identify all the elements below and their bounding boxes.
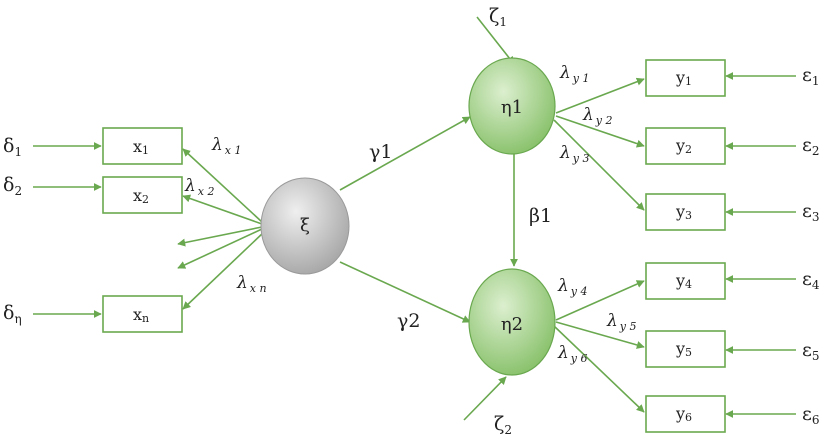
box-y5: y5 xyxy=(645,330,726,368)
y2-sub: 2 xyxy=(685,143,692,156)
latent-eta2: η2 xyxy=(468,268,556,376)
zeta-labels: ζ1 ζ2 xyxy=(489,5,512,437)
box-x2: x2 xyxy=(102,176,183,214)
svg-text:y4: y4 xyxy=(675,271,692,292)
gamma2-text: γ2 xyxy=(397,310,420,332)
eta1-label: η1 xyxy=(501,97,523,118)
eps5-text: ε5 xyxy=(802,339,819,363)
y5-sub: 5 xyxy=(685,346,692,359)
gamma1-text: γ1 xyxy=(369,141,392,163)
x-boxes: x1 x2 xn xyxy=(102,127,183,333)
arrow-eta2-y5 xyxy=(555,321,645,349)
structural-coefficients: γ1 γ2 β1 xyxy=(369,141,552,332)
arrow-xi-xn xyxy=(182,231,265,310)
arrow-eta1-y3 xyxy=(553,119,645,211)
arrow-eta1-y2 xyxy=(555,115,645,148)
xi-label: ξ xyxy=(300,215,310,236)
arrow-xi-x2 xyxy=(182,194,263,225)
svg-text:xn: xn xyxy=(133,305,149,326)
svg-text:y1: y1 xyxy=(675,68,692,89)
xi-node xyxy=(260,177,350,275)
eps6-text: ε6 xyxy=(802,403,819,427)
y4-sub: 4 xyxy=(685,278,692,291)
x2-label: x xyxy=(133,186,142,205)
y1-sub: 1 xyxy=(685,75,692,88)
svg-text:y6: y6 xyxy=(675,404,692,425)
y5-label: y xyxy=(675,339,685,358)
eta2-node xyxy=(468,268,556,376)
y4-label: y xyxy=(675,271,685,290)
y1-label: y xyxy=(675,68,685,87)
svg-text:x1: x1 xyxy=(133,137,149,158)
latent-xi: ξ xyxy=(260,177,350,275)
arrow-eta1-y1 xyxy=(555,77,645,114)
svg-text:y2: y2 xyxy=(675,136,692,157)
y2-label: y xyxy=(675,136,685,155)
box-xn: xn xyxy=(102,295,183,333)
box-y3: y3 xyxy=(645,193,726,231)
delta-labels: δ1 δ2 δη xyxy=(3,135,22,326)
x2-sub: 2 xyxy=(142,193,149,206)
arrow-gamma2 xyxy=(339,261,471,323)
arrows xyxy=(33,16,796,421)
eta1-node xyxy=(468,57,556,155)
arrow-xi-x1 xyxy=(182,148,263,223)
box-y4: y4 xyxy=(645,262,726,300)
eps2-text: ε2 xyxy=(802,134,819,158)
eps1-text: ε1 xyxy=(802,64,819,88)
arrow-xi-extra1 xyxy=(177,226,263,247)
zeta2-text: ζ2 xyxy=(494,413,512,437)
box-x1: x1 xyxy=(102,127,183,165)
svg-text:x2: x2 xyxy=(133,186,149,207)
beta1-text: β1 xyxy=(529,205,552,227)
x1-sub: 1 xyxy=(142,144,149,157)
y6-sub: 6 xyxy=(685,411,692,424)
zeta1-text: ζ1 xyxy=(489,5,507,29)
delta2-text: δ2 xyxy=(3,174,22,198)
x1-label: x xyxy=(133,137,142,156)
arrow-xi-extra2 xyxy=(177,228,263,269)
box-y1: y1 xyxy=(645,59,726,97)
arrow-gamma1 xyxy=(339,116,471,191)
latent-eta1: η1 xyxy=(468,57,556,155)
arrow-zeta1-eta1 xyxy=(476,16,515,65)
eta2-label: η2 xyxy=(501,314,523,335)
epsilon-labels: ε1 ε2 ε3 ε4 ε5 ε6 xyxy=(802,64,820,427)
eps3-text: ε3 xyxy=(802,200,819,224)
box-y2: y2 xyxy=(645,127,726,165)
y3-label: y xyxy=(675,202,685,221)
xn-sub: n xyxy=(142,312,149,325)
svg-text:y5: y5 xyxy=(675,339,692,360)
delta1-text: δ1 xyxy=(3,135,22,159)
xn-label: x xyxy=(133,305,142,324)
svg-text:y3: y3 xyxy=(675,202,692,223)
arrow-eta2-y6 xyxy=(553,325,645,413)
y6-label: y xyxy=(675,404,685,423)
arrow-zeta2-eta2 xyxy=(463,376,507,421)
y3-sub: 3 xyxy=(685,209,692,222)
y-boxes: y1 y2 y3 y4 y5 y6 xyxy=(645,59,726,433)
deltan-text: δη xyxy=(3,302,22,326)
eps4-text: ε4 xyxy=(802,268,820,292)
box-y6: y6 xyxy=(645,395,726,433)
arrow-eta2-y4 xyxy=(555,280,645,321)
